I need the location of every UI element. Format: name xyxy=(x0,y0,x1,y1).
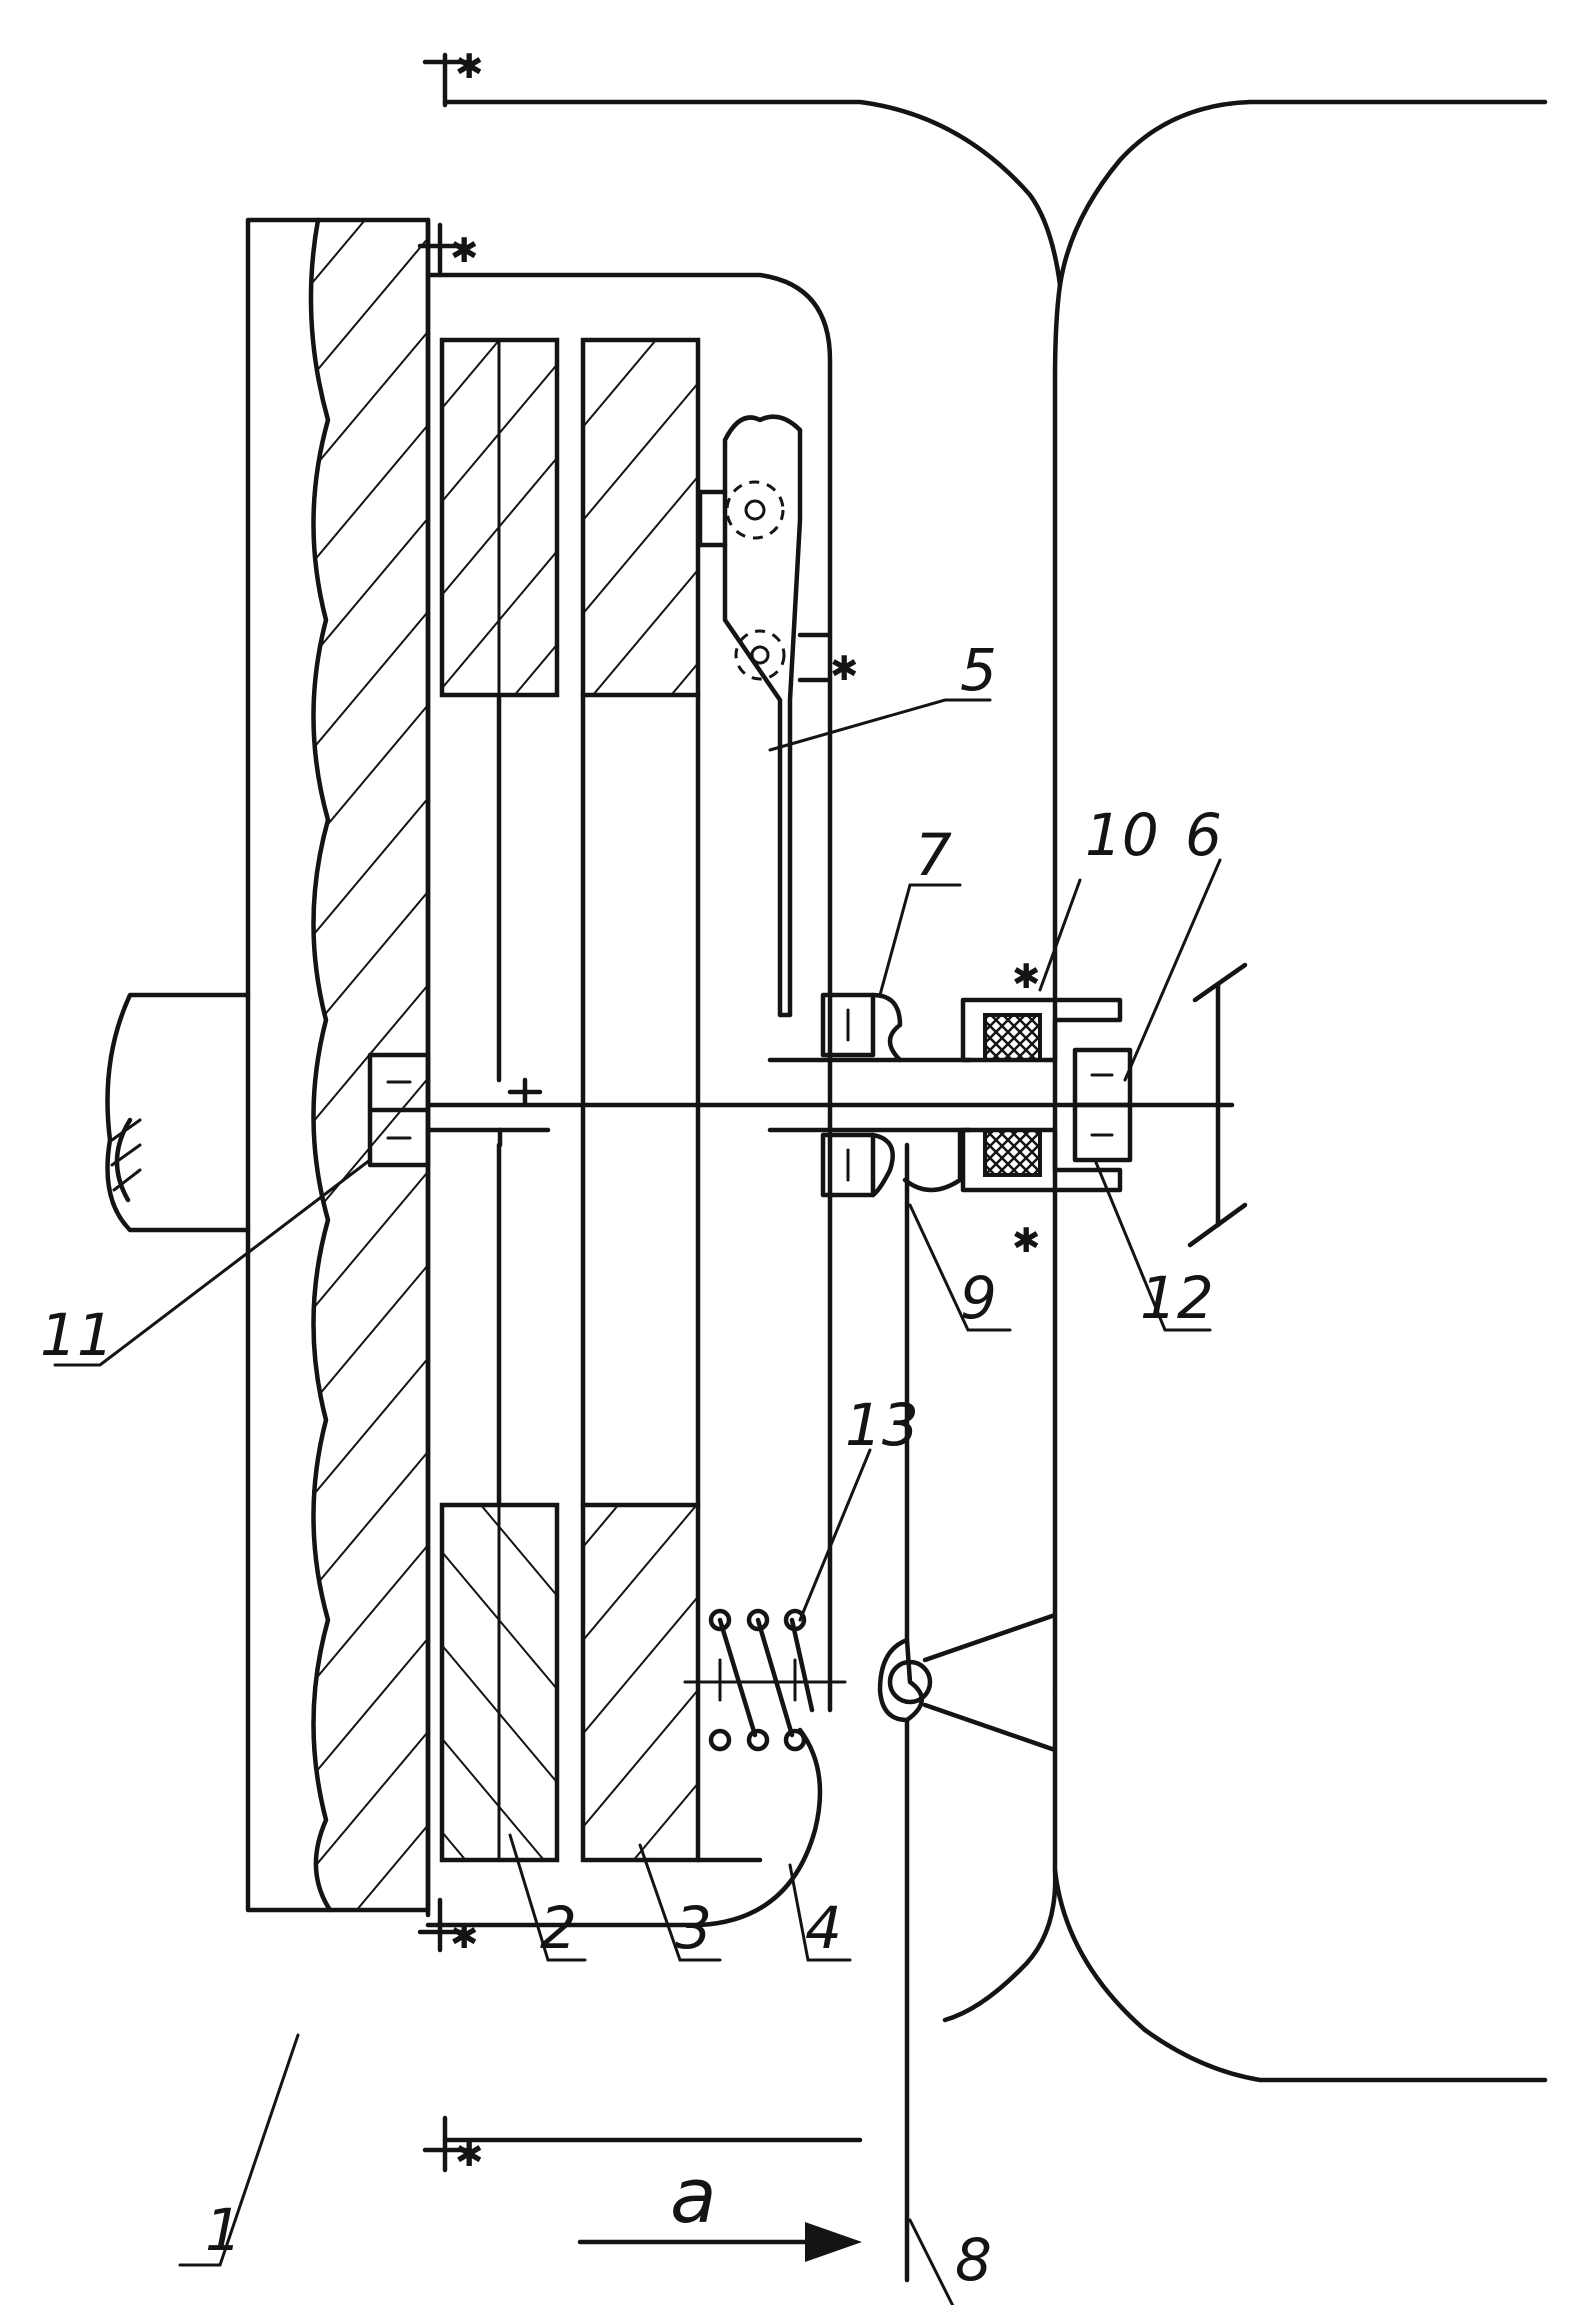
label-11: 11 xyxy=(40,1301,114,1369)
label-12: 12 xyxy=(1140,1264,1214,1332)
output-bearing-part-12 xyxy=(1072,1047,1133,1163)
clutch-cover-part-4 xyxy=(425,217,833,1928)
label-6: 6 xyxy=(1185,801,1222,869)
label-7: 7 xyxy=(915,821,952,889)
label-4: 4 xyxy=(805,1894,842,1962)
weld-marks: ✱ ✱ ✱ ✱ ✱ ✱ ✱ xyxy=(417,47,1041,2175)
arrow-label-a: a xyxy=(670,2151,717,2240)
weld-mark-2: ✱ xyxy=(450,231,479,271)
input-shaft xyxy=(105,992,251,1233)
label-3: 3 xyxy=(675,1894,712,1962)
flywheel-part-1 xyxy=(245,217,431,1913)
weld-mark-1: ✱ xyxy=(455,47,484,87)
release-lever-part-5 xyxy=(697,414,833,1018)
fork-part-8 xyxy=(877,1142,1058,2283)
release-bearing-part-7 xyxy=(767,992,973,1198)
sleeve-part-9 xyxy=(902,1127,963,1193)
direction-arrow-a: a xyxy=(577,2151,862,2262)
shaft-end-marker xyxy=(1187,962,1248,1248)
callout-labels: 1 2 3 4 5 6 7 8 9 10 11 12 13 xyxy=(40,636,1222,2294)
friction-disc-part-2 xyxy=(439,337,560,1863)
weld-mark-7: ✱ xyxy=(455,2135,484,2175)
label-5: 5 xyxy=(960,636,997,704)
label-13: 13 xyxy=(845,1391,919,1459)
label-8: 8 xyxy=(955,2226,992,2294)
label-1: 1 xyxy=(205,2196,242,2264)
label-10: 10 xyxy=(1085,801,1159,869)
gearbox-housing xyxy=(442,99,1548,2083)
spring-part-13 xyxy=(683,1608,847,1752)
weld-mark-5: ✱ xyxy=(1012,1221,1041,1261)
weld-mark-3: ✱ xyxy=(830,649,859,689)
pressure-plate-part-3 xyxy=(580,337,763,1863)
leader-lines xyxy=(53,698,1222,2305)
label-9: 9 xyxy=(960,1264,997,1332)
bearing-block-part-10 xyxy=(960,997,1123,1193)
label-2: 2 xyxy=(540,1894,577,1962)
weld-mark-6: ✱ xyxy=(450,1917,479,1957)
weld-mark-4: ✱ xyxy=(1012,957,1041,997)
